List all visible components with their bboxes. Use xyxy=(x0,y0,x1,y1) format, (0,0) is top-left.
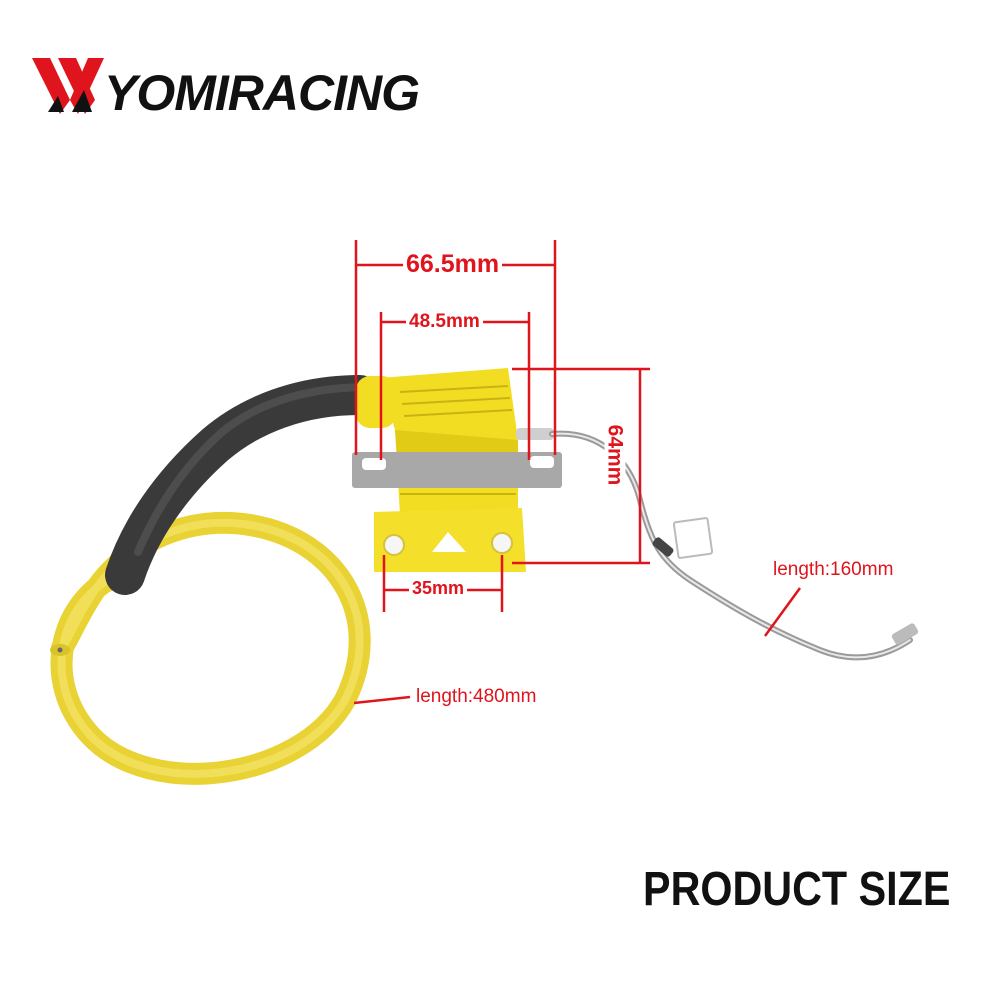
product-size-caption: PRODUCT SIZE xyxy=(642,863,950,916)
dimension-height: 64mm xyxy=(603,422,627,488)
dimension-outer-width: 66.5mm xyxy=(403,252,503,277)
coil-body xyxy=(352,368,562,572)
wire-length-label: length:160mm xyxy=(773,559,894,580)
brand-name: YOMIRACING xyxy=(104,65,420,121)
dimension-inner-width: 48.5mm xyxy=(406,312,483,331)
dimension-mount-spacing: 35mm xyxy=(409,579,468,597)
cable-length-label: length:480mm xyxy=(416,686,537,707)
